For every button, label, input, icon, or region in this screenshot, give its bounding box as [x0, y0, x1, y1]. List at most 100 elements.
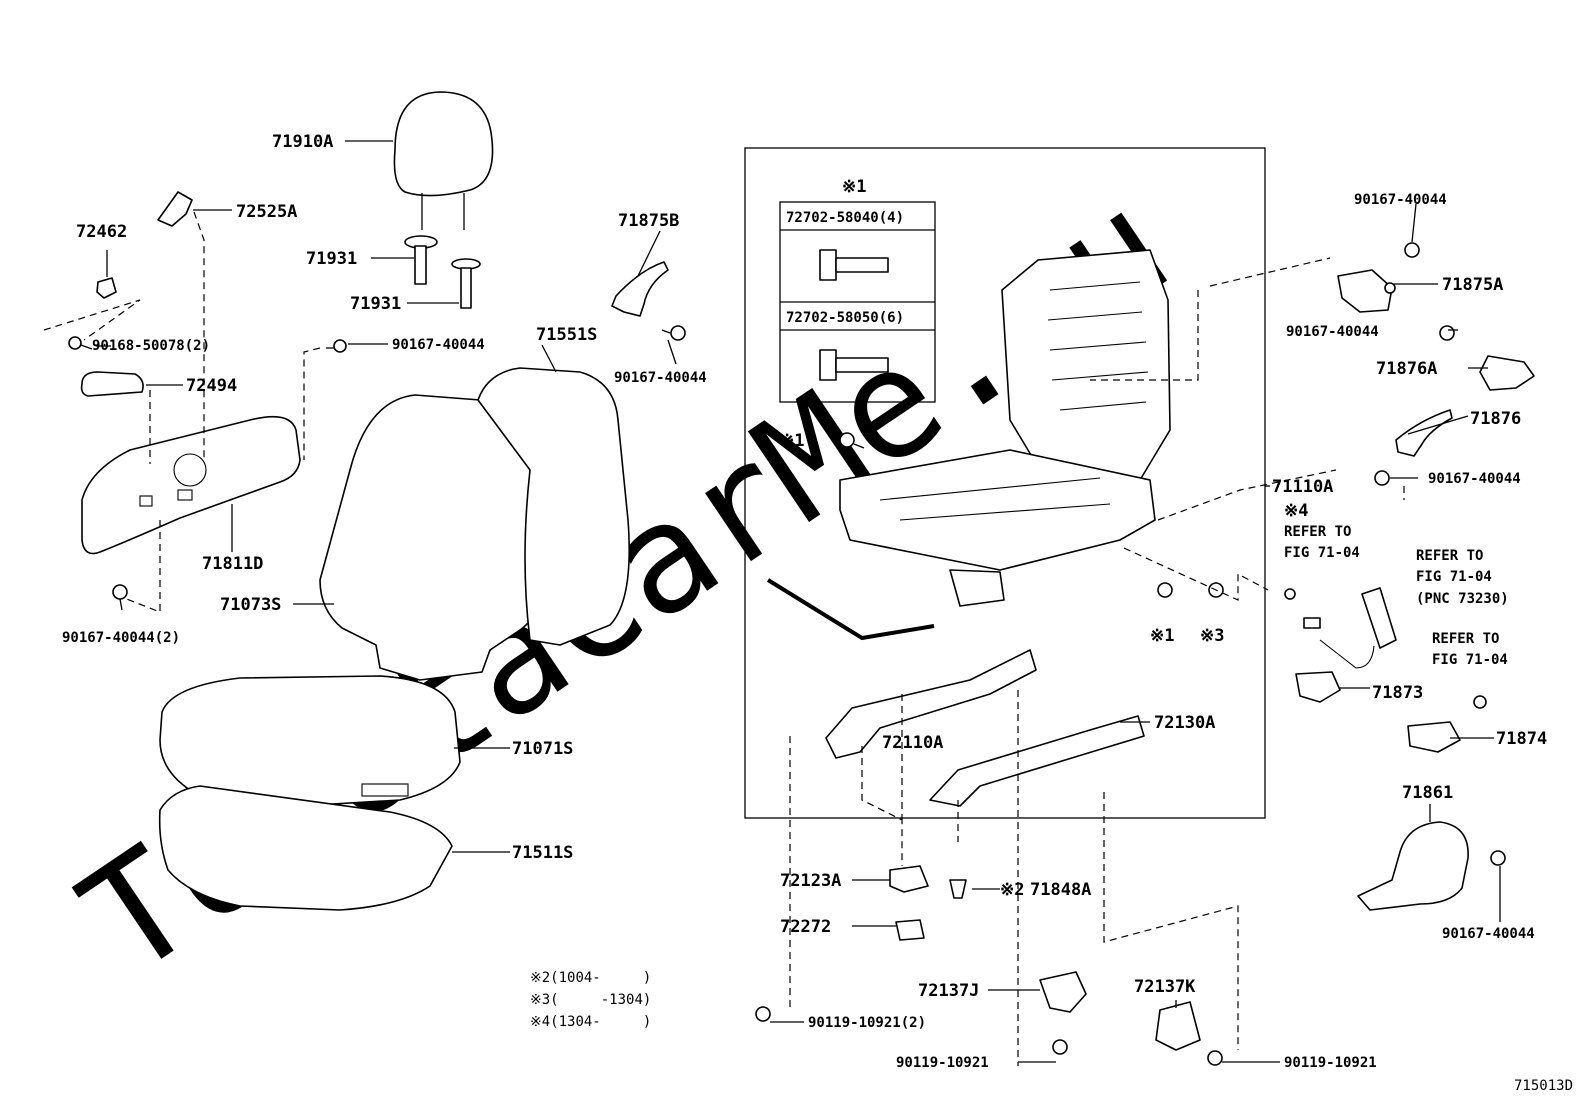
nut-right-shape [1473, 695, 1487, 709]
bolt-90119-c-shape [1207, 1050, 1223, 1066]
clip-72272-shape [895, 919, 925, 941]
marker-m4: ※4 [1284, 501, 1308, 521]
refer-notes: REFER TO FIG 71-04 REFER TO FIG 71-04 (P… [1284, 524, 1509, 668]
label-90167-a: 90167-40044 [392, 337, 485, 353]
label-72123a: 72123A [780, 871, 841, 891]
clip-72123a-shape [889, 865, 929, 893]
label-71110a: 71110A [1272, 477, 1333, 497]
label-72137j: 72137J [918, 981, 979, 1001]
shield-71861-shape [1357, 821, 1506, 911]
screw-90167-a-shape [326, 339, 347, 353]
figure-code: 715013D [1514, 1078, 1573, 1094]
screw-m1-bottom-shape [1157, 582, 1173, 598]
label-71848a: 71848A [1030, 880, 1091, 900]
label-71073s: 71073S [220, 595, 281, 615]
label-90119-a: 90119-10921(2) [808, 1015, 926, 1031]
seatback-pad-shape [477, 367, 630, 646]
part-labels: 71910A 72525A 72462 71931 71931 71875B 9… [62, 132, 1547, 1071]
cover-71876a-shape [1439, 325, 1535, 391]
side-shield-shape [81, 415, 301, 555]
label-72462: 72462 [76, 222, 127, 242]
label-72110a: 72110A [882, 733, 943, 753]
headrest-shape [393, 91, 494, 230]
label-71910a: 71910A [272, 132, 333, 152]
label-72272: 72272 [780, 917, 831, 937]
bolt-90119-a-shape [755, 1006, 771, 1022]
screw-90168-shape [68, 336, 93, 350]
label-90167-c: 90167-40044(2) [62, 630, 180, 646]
bracket-71876-shape [1374, 409, 1453, 486]
label-90167-d: 90167-40044 [1354, 192, 1447, 208]
label-90167-f: 90167-40044 [1428, 471, 1521, 487]
bolt-1-label: 72702-58040(4) [786, 210, 904, 226]
refer-b-line2: FIG 71-04 [1416, 569, 1492, 585]
label-71874: 71874 [1496, 729, 1547, 749]
cover-72137k-shape [1155, 1001, 1201, 1051]
refer-b-line1: REFER TO [1416, 548, 1483, 564]
headrest-guide-shape [404, 235, 481, 309]
label-72525a: 72525A [236, 202, 297, 222]
seat-cushion-pad-shape [158, 785, 453, 911]
assembly-dashed-lines [43, 211, 1405, 1066]
screw-90167-c-shape [112, 584, 128, 611]
bolt-table: 72702-58040(4) 72702-58050(6) [779, 201, 936, 403]
label-72137k: 72137K [1134, 977, 1196, 997]
bolt-2-icon [819, 349, 889, 381]
marker-m1-left: ※1 [780, 431, 804, 451]
marker-m3-bottom: ※3 [1200, 626, 1224, 646]
label-72494: 72494 [186, 376, 237, 396]
seat-track-right-shape [929, 715, 1145, 807]
marker-m2: ※2 [1000, 880, 1024, 900]
label-71931-upper: 71931 [306, 249, 357, 269]
screw-m1-left-shape [839, 432, 865, 449]
refer-c-line2: FIG 71-04 [1432, 652, 1508, 668]
label-71875a: 71875A [1442, 275, 1503, 295]
clip-72525a-shape [157, 191, 193, 227]
legend-line-3: ※4(1304- ) [530, 1014, 651, 1030]
bolt-1-icon [819, 249, 889, 281]
knob-72494-shape [80, 371, 144, 397]
cap-72462-shape [96, 277, 117, 299]
bracket-71874-shape [1407, 721, 1461, 753]
label-71873: 71873 [1372, 683, 1423, 703]
label-72130a: 72130A [1154, 713, 1215, 733]
legend-line-1: ※2(1004- ) [530, 970, 651, 986]
legend-line-2: ※3( -1304) [530, 992, 651, 1008]
bracket-71875b-shape [611, 261, 686, 341]
label-71931-lower: 71931 [350, 294, 401, 314]
refer-b-line3: (PNC 73230) [1416, 591, 1509, 607]
seatbelt-buckle-shape [1284, 587, 1397, 669]
label-71071s: 71071S [512, 739, 573, 759]
label-71875b: 71875B [618, 211, 679, 231]
bolt-90119-b-shape [1052, 1039, 1068, 1055]
cap-71848a-shape [949, 879, 967, 899]
label-71876a: 71876A [1376, 359, 1437, 379]
label-90167-g: 90167-40044 [1442, 926, 1535, 942]
seat-track-left-shape [825, 649, 1037, 759]
seat-frame-shape [839, 249, 1171, 607]
label-71876: 71876 [1470, 409, 1521, 429]
inset-header: ※1 [842, 177, 866, 197]
label-90167-e: 90167-40044 [1286, 324, 1379, 340]
bracket-71875a-shape [1337, 242, 1420, 313]
bolt-2-label: 72702-58050(6) [786, 310, 904, 326]
bracket-71873-shape [1295, 671, 1341, 703]
label-71811d: 71811D [202, 554, 263, 574]
label-90168-50078: 90168-50078(2) [92, 338, 210, 354]
legend: ※2(1004- ) ※3( -1304) ※4(1304- ) [530, 970, 651, 1030]
label-71511s: 71511S [512, 843, 573, 863]
label-71551s: 71551S [536, 325, 597, 345]
label-90167-b: 90167-40044 [614, 370, 707, 386]
refer-c-line1: REFER TO [1432, 631, 1499, 647]
label-71861: 71861 [1402, 783, 1453, 803]
marker-m1-bottom: ※1 [1150, 626, 1174, 646]
refer-a-line2: FIG 71-04 [1284, 545, 1360, 561]
label-90119-b: 90119-10921 [896, 1055, 989, 1071]
label-90119-c: 90119-10921 [1284, 1055, 1377, 1071]
refer-a-line1: REFER TO [1284, 524, 1351, 540]
assembly-frame [744, 147, 1266, 819]
cover-72137j-shape [1039, 971, 1087, 1013]
leader-lines [96, 140, 1501, 1063]
wire-shape [766, 578, 935, 641]
